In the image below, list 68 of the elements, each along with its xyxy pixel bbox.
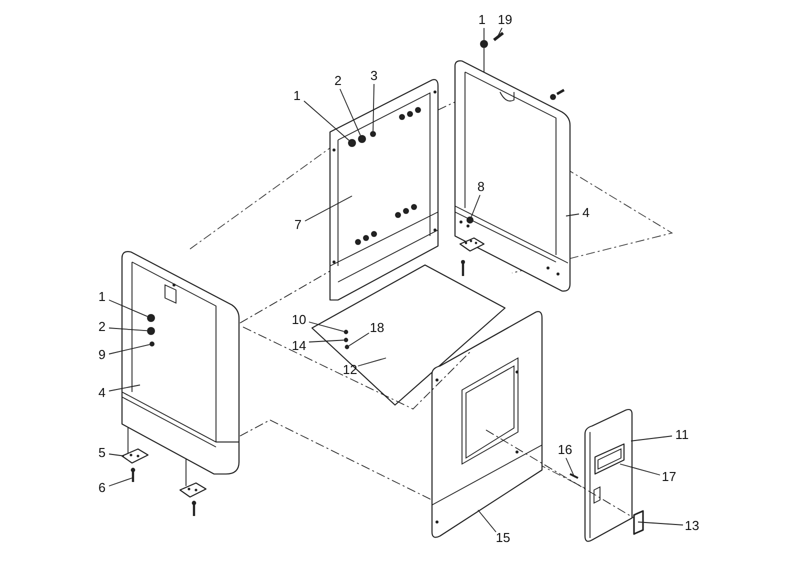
leader-line: [478, 510, 496, 532]
leader-line: [498, 28, 502, 36]
callout-number: 1: [292, 89, 302, 103]
callout-number: 6: [97, 481, 107, 495]
washer: [344, 344, 350, 350]
bracket: [459, 237, 485, 252]
leader-line: [358, 358, 386, 366]
leader-line: [340, 88, 361, 136]
leader-line: [108, 328, 148, 332]
callout-number: 18: [368, 321, 386, 335]
callout-number: 11: [674, 428, 690, 442]
callout-number: 12: [342, 363, 358, 377]
leader-line: [108, 384, 140, 392]
callout-number: 9: [97, 348, 107, 362]
leader-line: [108, 454, 124, 456]
leader-line: [620, 464, 660, 476]
callout-number: 2: [97, 320, 107, 334]
washer: [344, 338, 348, 342]
assembly-line: [242, 326, 470, 410]
callout-number: 5: [97, 446, 107, 460]
callout-number: 10: [290, 313, 308, 327]
washer: [147, 314, 155, 322]
callout-number: 4: [97, 386, 107, 400]
name-plate: [594, 443, 625, 475]
assembly-line: [240, 270, 330, 324]
callout-number: 2: [333, 74, 343, 88]
leader-line: [304, 196, 352, 222]
callout-number: 8: [476, 180, 486, 194]
nut: [370, 131, 376, 137]
leader-line: [308, 322, 344, 332]
screw: [493, 32, 504, 42]
leader-line: [566, 214, 580, 216]
callout-number: 4: [581, 206, 591, 220]
assembly-line: [438, 102, 456, 110]
leader-line: [566, 458, 574, 476]
screw: [130, 468, 136, 482]
foot: [179, 482, 207, 498]
callout-number: 16: [556, 443, 574, 457]
pin: [570, 473, 578, 479]
callout-number: 13: [684, 519, 700, 533]
callout-number: 14: [290, 339, 308, 353]
callout-number: 1: [477, 13, 487, 27]
assembly-line: [240, 420, 432, 500]
assembly-line: [486, 430, 634, 518]
leader-line: [630, 436, 672, 442]
washer: [358, 135, 366, 143]
leader-line: [470, 194, 480, 218]
foot: [121, 448, 149, 464]
leader-line: [108, 300, 148, 317]
leader-line: [108, 478, 132, 486]
leader-line: [308, 340, 344, 342]
leader-line: [372, 84, 374, 132]
leader-line: [108, 344, 150, 354]
leader-line: [638, 522, 684, 526]
screw: [150, 342, 154, 346]
nut: [480, 40, 488, 48]
leader-line: [348, 332, 370, 346]
screw: [344, 330, 348, 334]
washer: [147, 327, 155, 335]
callout-number: 15: [494, 531, 512, 545]
leader-line: [304, 100, 350, 141]
callout-number: 1: [97, 290, 107, 304]
callout-number: 17: [660, 470, 678, 484]
callout-number: 7: [293, 218, 303, 232]
bolt: [466, 216, 474, 224]
callout-number: 19: [496, 13, 514, 27]
washer: [348, 139, 356, 147]
callout-number: 3: [369, 69, 379, 83]
